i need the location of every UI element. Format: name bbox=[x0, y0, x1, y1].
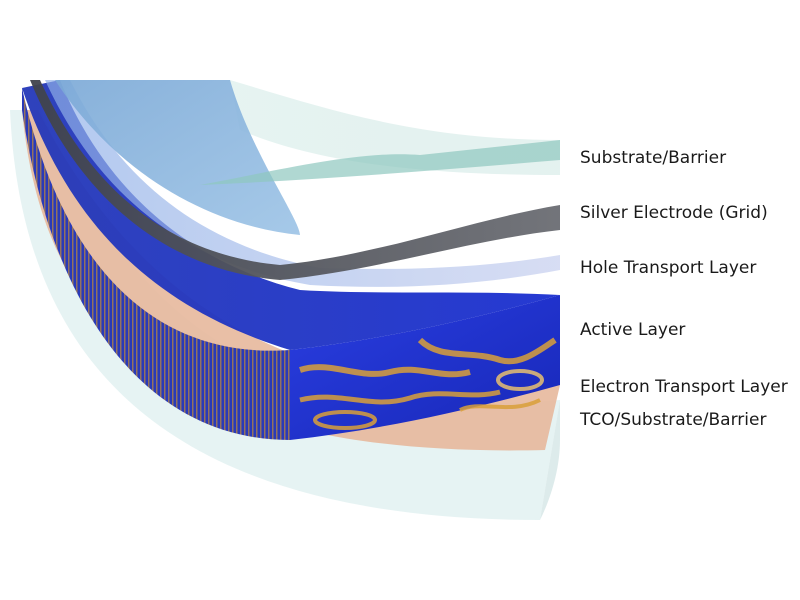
active-layer-top bbox=[22, 80, 560, 350]
active-layer-face bbox=[290, 295, 560, 440]
label-hole-transport-layer: Hole Transport Layer bbox=[580, 258, 757, 278]
hole-transport-layer-shape bbox=[45, 80, 560, 287]
active-layer-swirls bbox=[299, 337, 557, 430]
label-active-layer: Active Layer bbox=[580, 320, 686, 340]
silver-electrode-shape bbox=[30, 80, 560, 280]
label-electron-transport-layer: Electron Transport Layer bbox=[580, 377, 788, 397]
active-layer-edge bbox=[22, 88, 290, 440]
label-substrate-barrier: Substrate/Barrier bbox=[580, 148, 727, 168]
label-tco-substrate-barrier: TCO/Substrate/Barrier bbox=[580, 410, 767, 430]
label-silver-electrode: Silver Electrode (Grid) bbox=[580, 203, 768, 223]
substrate-blue-sheet bbox=[55, 80, 300, 235]
